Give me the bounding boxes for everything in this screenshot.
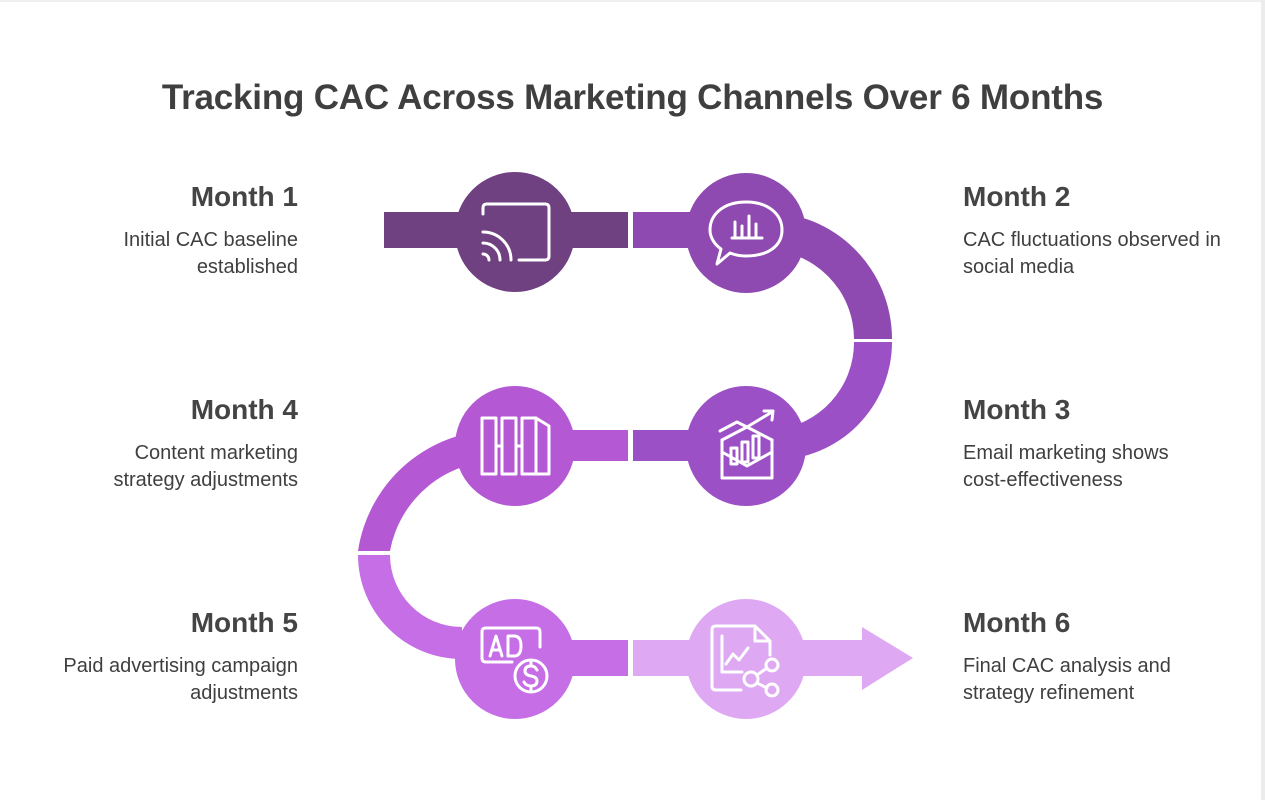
timeline-path <box>358 212 913 690</box>
ad-dollar-icon <box>480 626 549 694</box>
step-description-text: Paid advertising campaign adjustments <box>63 654 298 704</box>
step-month-3: Month 3 Email marketing shows cost-effec… <box>963 394 1243 494</box>
frame-top-edge <box>0 0 1265 2</box>
step-month-4: Month 4 Content marketing strategy adjus… <box>18 394 298 494</box>
report-share-icon <box>710 624 780 698</box>
step-month-6: Month 6 Final CAC analysis and strategy … <box>963 607 1243 707</box>
step-description: CAC fluctuations observed in social medi… <box>963 227 1243 281</box>
step-description: Paid advertising campaign adjustments <box>18 653 298 707</box>
step-description-text: Initial CAC baseline established <box>123 228 298 278</box>
node-month-3 <box>686 386 806 506</box>
step-title: Month 1 <box>190 181 298 212</box>
step-description: Final CAC analysis and strategy refineme… <box>963 653 1243 707</box>
step-month-2: Month 2 CAC fluctuations observed in soc… <box>963 181 1243 281</box>
step-description-text: Content marketing strategy adjustments <box>113 441 298 491</box>
screen-cast-icon <box>481 202 551 262</box>
node-month-6 <box>686 599 806 719</box>
step-title: Month 3 <box>963 394 1071 425</box>
step-title: Month 5 <box>190 607 298 638</box>
step-description-text: Email marketing shows cost-effectiveness <box>963 441 1169 491</box>
step-description-text: Final CAC analysis and strategy refineme… <box>963 654 1171 704</box>
step-month-5: Month 5 Paid advertising campaign adjust… <box>18 607 298 707</box>
step-description: Content marketing strategy adjustments <box>18 440 298 494</box>
frame-right-edge <box>1261 0 1265 800</box>
columns-icon <box>480 416 551 476</box>
step-title: Month 2 <box>963 181 1071 212</box>
step-title: Month 4 <box>190 394 298 425</box>
step-description: Email marketing shows cost-effectiveness <box>963 440 1243 494</box>
node-month-5 <box>455 599 575 719</box>
step-month-1: Month 1 Initial CAC baseline established <box>18 181 298 281</box>
node-month-1 <box>455 172 575 292</box>
step-description-text: CAC fluctuations observed in social medi… <box>963 228 1221 278</box>
email-chart-icon <box>718 409 775 480</box>
step-description: Initial CAC baseline established <box>18 227 298 281</box>
step-title: Month 6 <box>963 607 1071 638</box>
path-curve-5 <box>358 555 462 659</box>
path-arrow-head <box>862 627 913 690</box>
chat-chart-icon <box>708 200 784 266</box>
diagram-title: Tracking CAC Across Marketing Channels O… <box>161 78 1104 117</box>
node-month-2 <box>686 173 806 293</box>
